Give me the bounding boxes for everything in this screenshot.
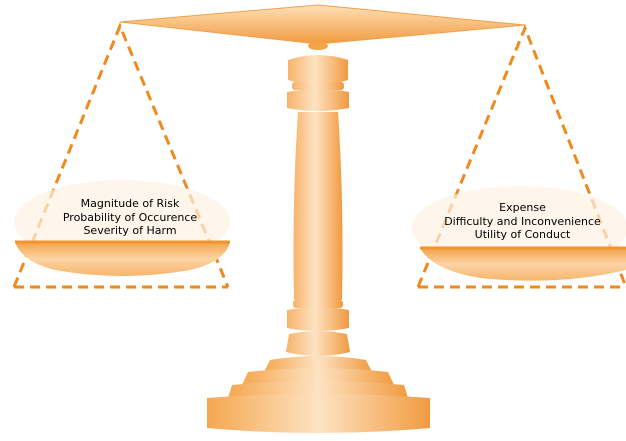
left-pan [15,242,230,276]
right-pan [420,248,626,281]
left-pan-label: Magnitude of Risk Probability of Occuren… [40,197,220,238]
top-finial [308,42,328,50]
lower-ring [293,300,343,308]
column-shaft [293,112,343,300]
right-pan-label: Expense Difficulty and Inconvenience Uti… [425,201,620,242]
left-pan-line-3: Severity of Harm [83,224,177,237]
right-pan-line-1: Expense [499,201,546,214]
upper-collar [288,55,348,85]
left-pan-line-2: Probability of Occurence [62,210,198,224]
left-pan-line-1: Magnitude of Risk [80,197,180,210]
lower-bulge [287,307,349,331]
scale-beam [119,4,526,45]
lower-collar [286,331,350,356]
right-pan-line-3: Utility of Conduct [474,228,571,241]
collar-ring [292,82,344,90]
base-plinth [207,394,430,433]
right-pan-line-2: Difficulty and Inconvenience [444,214,601,228]
collar-bulge [287,89,349,111]
